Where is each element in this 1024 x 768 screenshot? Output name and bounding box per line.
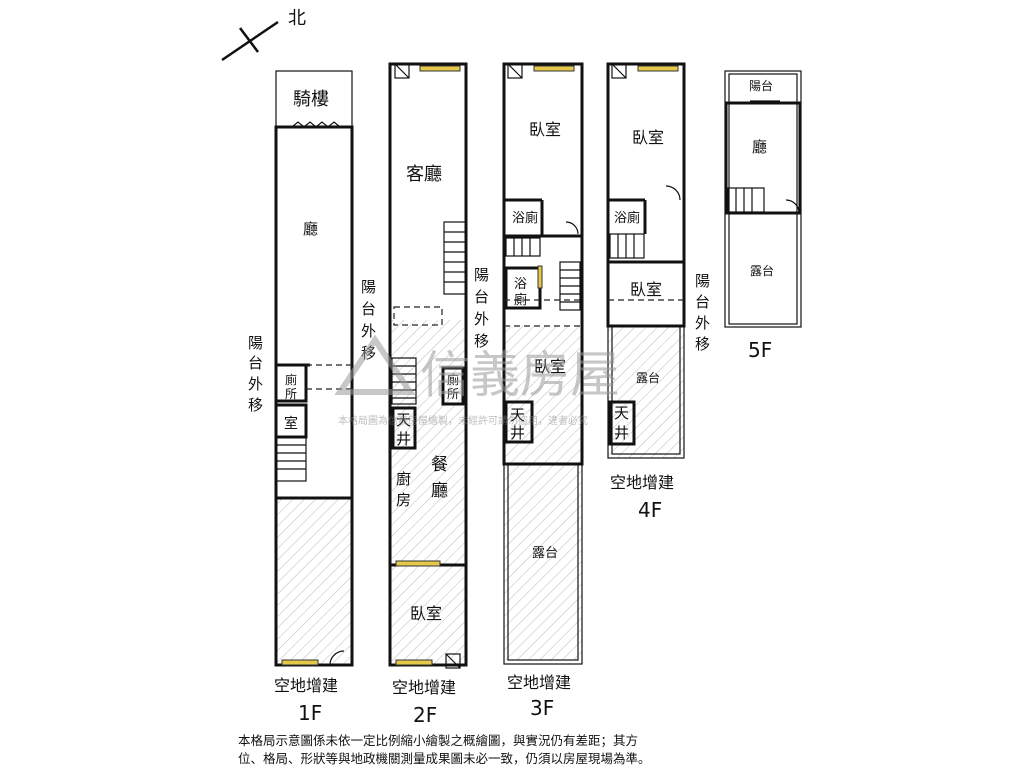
floor-3f: 臥室 浴廁 浴 廁 臥室 天 井 露台 陽 台 外 移 空地增建 3F	[474, 62, 584, 720]
4f-floor-label: 4F	[638, 498, 662, 522]
disclaimer-line-1: 本格局示意圖係未依一定比例縮小繪製之概繪圖，與實況仍有差距；其方	[238, 733, 639, 748]
4f-well-b: 井	[614, 424, 629, 442]
3f-bath2-a: 浴	[514, 277, 527, 292]
2f-stairs	[443, 221, 467, 295]
3f-stairs-right	[559, 261, 581, 311]
4f-under-label: 空地增建	[610, 473, 674, 492]
floor-4f: 臥室 浴廁 臥室 露台 天 井 陽 台 外 移 空地增建 4F	[606, 62, 710, 522]
2f-dining-a: 餐	[431, 455, 448, 475]
2f-living-label: 客廳	[406, 164, 442, 185]
4f-move-d: 移	[695, 335, 710, 353]
1f-toilet-label-a: 廁	[285, 372, 297, 387]
3f-bedroom-top: 臥室	[529, 120, 561, 139]
1f-toilet-label-b: 所	[285, 387, 297, 401]
3f-under-label: 空地增建	[507, 673, 571, 692]
brand-logo-icon	[334, 334, 416, 395]
1f-arcade-label: 騎樓	[293, 89, 329, 110]
5f-balcony-label: 陽台	[749, 78, 773, 93]
3f-well-b: 井	[510, 424, 525, 442]
1f-toilet	[274, 363, 308, 403]
1f-stairs	[275, 436, 307, 482]
disclaimer-line-2: 位、格局、形狀等與地政機關測量成果圖未必一致，仍須以房屋現場為準。	[238, 751, 651, 766]
floor-5f: 陽台 廳 露台 5F	[724, 70, 802, 362]
3f-bedroom-mid: 臥室	[534, 357, 566, 376]
4f-stairs	[609, 233, 645, 259]
3f-bath2-b: 廁	[514, 292, 527, 308]
watermark: 信義房屋 本格局圖為信義房屋繪製，未經許可請勿盜用，違者必究	[334, 334, 620, 427]
5f-hall-label: 廳	[752, 138, 767, 156]
4f-bedroom-mid: 臥室	[630, 280, 662, 299]
2f-toilet	[441, 366, 465, 406]
2f-floor-label: 2F	[413, 703, 437, 727]
compass-north-label: 北	[288, 8, 306, 29]
3f-lightwell	[504, 400, 534, 444]
4f-move-b: 台	[695, 293, 710, 311]
2f-toilet-a: 廁	[447, 372, 459, 387]
watermark-brand: 信義房屋	[420, 346, 620, 404]
2f-well-a: 天	[396, 411, 411, 429]
1f-under-label: 空地增建	[274, 676, 338, 695]
4f-move-a: 陽	[695, 272, 710, 290]
1f-move-d: 移	[248, 396, 263, 414]
2f-move-a: 陽	[361, 278, 376, 296]
4f-lightwell	[608, 400, 636, 446]
4f-terrace-label: 露台	[636, 370, 660, 385]
3f-stairs	[505, 237, 541, 257]
3f-bath-label: 浴廁	[512, 210, 538, 226]
4f-move-c: 外	[695, 314, 710, 332]
compass: 北	[221, 8, 306, 62]
2f-under-label: 空地增建	[392, 678, 456, 697]
watermark-notice: 本格局圖為信義房屋繪製，未經許可請勿盜用，違者必究	[338, 414, 588, 427]
3f-well-a: 天	[510, 406, 525, 424]
1f-floor-label: 1F	[298, 701, 322, 725]
5f-stairs	[727, 187, 765, 213]
4f-well-a: 天	[614, 404, 629, 422]
2f-dining-b: 廳	[431, 481, 448, 501]
4f-bath-label: 浴廁	[614, 210, 640, 226]
3f-move-a: 陽	[474, 266, 489, 284]
3f-move-b: 台	[474, 288, 489, 306]
2f-move-b: 台	[361, 300, 376, 318]
3f-move-d: 移	[474, 332, 489, 350]
1f-room-label: 室	[284, 415, 298, 432]
disclaimer: 本格局示意圖係未依一定比例縮小繪製之概繪圖，與實況仍有差距；其方 位、格局、形狀…	[238, 732, 778, 768]
5f-floor-label: 5F	[748, 338, 772, 362]
1f-hall-label: 廳	[303, 220, 318, 238]
2f-kitchen-b: 房	[396, 491, 411, 509]
4f-bedroom-top: 臥室	[632, 128, 664, 147]
3f-move-c: 外	[474, 310, 489, 328]
2f-toilet-b: 所	[447, 387, 459, 401]
3f-terrace-label: 露台	[532, 546, 558, 561]
2f-move-c: 外	[361, 322, 376, 340]
2f-bedroom-label: 臥室	[410, 604, 442, 623]
2f-kitchen-a: 廚	[396, 470, 411, 488]
1f-move-a: 陽	[248, 334, 263, 352]
1f-move-b: 台	[248, 354, 263, 372]
5f-terrace-label: 露台	[750, 263, 774, 278]
2f-lightwell	[391, 406, 417, 450]
floor-1f: 騎樓 廳 廁 所 室 陽 台 外 移 空地增建 1F	[248, 70, 354, 725]
2f-well-b: 井	[396, 430, 411, 448]
1f-move-c: 外	[248, 375, 263, 393]
3f-floor-label: 3F	[530, 696, 554, 720]
